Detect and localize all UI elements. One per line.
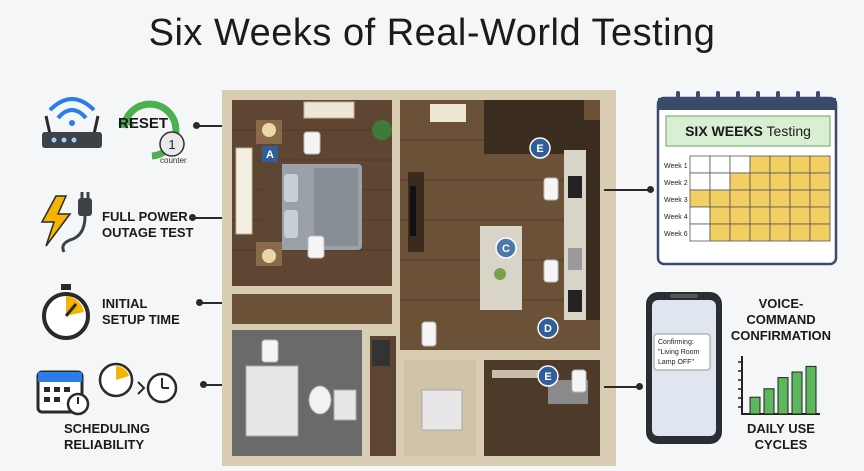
calendar-day-cell: [709, 206, 731, 225]
calendar-day-cell: [709, 172, 731, 191]
calendar-day-cell: [709, 155, 731, 174]
calendar-day-cell: [769, 206, 791, 225]
usage-bar: [791, 371, 803, 415]
connector-dot: [200, 381, 207, 388]
stopwatch-icon: [42, 284, 90, 340]
calendar-day-cell: [789, 223, 811, 242]
daily-use-bar-chart: [738, 356, 820, 415]
calendar-day-cell: [729, 206, 751, 225]
outage-label: FULL POWER OUTAGE TEST: [102, 209, 194, 240]
calendar-day-cell: [789, 206, 811, 225]
connector-dot: [636, 383, 643, 390]
svg-text:Lamp OFF": Lamp OFF": [658, 359, 694, 366]
calendar-week-label: Week 6: [664, 231, 688, 238]
calendar-day-cell: [809, 223, 831, 242]
voice-label: VOICE-COMMAND CONFIRMATION: [730, 296, 832, 343]
page-title: Six Weeks of Real-World Testing: [148, 12, 716, 54]
calendar-day-cell: [789, 172, 811, 191]
svg-text:E: E: [536, 143, 543, 155]
connector-outage: [193, 217, 233, 219]
calendar-day-cell: [809, 155, 831, 174]
connector-dot: [196, 299, 203, 306]
connector-dot: [189, 214, 196, 221]
connector-dot: [647, 186, 654, 193]
calendar-week-label: Week 1: [664, 163, 688, 170]
calendar-day-cell: [749, 223, 771, 242]
calendar-day-cell: [729, 172, 751, 191]
calendar-day-cell: [789, 189, 811, 208]
setup-label: INITIAL SETUP TIME: [102, 296, 180, 327]
svg-text:A: A: [266, 149, 274, 161]
calendar-day-cell: [749, 206, 771, 225]
calendar-day-cell: [789, 155, 811, 174]
calendar-day-cell: [809, 172, 831, 191]
router-icon: [42, 97, 102, 148]
power-plug-icon: [40, 192, 92, 253]
calendar-day-cell: [729, 223, 751, 242]
calendar-day-cell: [729, 189, 751, 208]
calendar-day-cell: [689, 223, 711, 242]
connector-dot: [193, 122, 200, 129]
calendar-week-label: Week 4: [664, 214, 688, 221]
svg-text:C: C: [502, 243, 510, 255]
calendar-week-label: Week 3: [664, 197, 688, 204]
phone-icon: Confirming: "Living Room Lamp OFF": [646, 292, 722, 444]
svg-text:SIX WEEKS Testing: SIX WEEKS Testing: [685, 123, 811, 139]
connector-calendar: [604, 189, 650, 191]
calendar-day-cell: [689, 155, 711, 174]
calendar-day-cell: [749, 189, 771, 208]
calendar-day-cell: [809, 206, 831, 225]
calendar-day-cell: [689, 189, 711, 208]
floor-plan: A C D E E: [222, 90, 616, 466]
usage-label: DAILY USE CYCLES: [747, 421, 815, 452]
calendar-day-cell: [709, 189, 731, 208]
counter-badge: 1: [159, 131, 185, 157]
usage-bar: [749, 396, 761, 415]
usage-bar: [805, 365, 817, 415]
calendar-day-cell: [749, 172, 771, 191]
calendar-day-cell: [769, 189, 791, 208]
calendar-day-cell: [709, 223, 731, 242]
usage-bar: [763, 388, 775, 415]
svg-text:"Living Room: "Living Room: [658, 349, 700, 356]
calendar-day-cell: [769, 223, 791, 242]
clock-schedule-icon: [98, 362, 178, 404]
calendar-day-cell: [769, 155, 791, 174]
calendar-day-cell: [769, 172, 791, 191]
svg-text:D: D: [544, 323, 552, 335]
calendar-day-cell: [749, 155, 771, 174]
calendar-day-cell: [689, 172, 711, 191]
counter-caption: counter: [160, 156, 187, 165]
calendar-week-label: Week 2: [664, 180, 688, 187]
calendar-icon: [36, 370, 90, 416]
usage-bar: [777, 377, 789, 415]
svg-text:Confirming:: Confirming:: [658, 339, 694, 346]
svg-text:1: 1: [168, 137, 175, 152]
calendar-day-cell: [689, 206, 711, 225]
six-weeks-calendar: SIX WEEKS Testing Week 1 Week 2 Week 3 Week…: [656, 91, 838, 266]
calendar-day-cell: [729, 155, 751, 174]
reset-label: RESET: [118, 115, 169, 132]
connector-phone: [604, 386, 640, 388]
svg-text:E: E: [544, 371, 551, 383]
calendar-day-cell: [809, 189, 831, 208]
scheduling-label: SCHEDULING RELIABILITY: [64, 421, 150, 452]
